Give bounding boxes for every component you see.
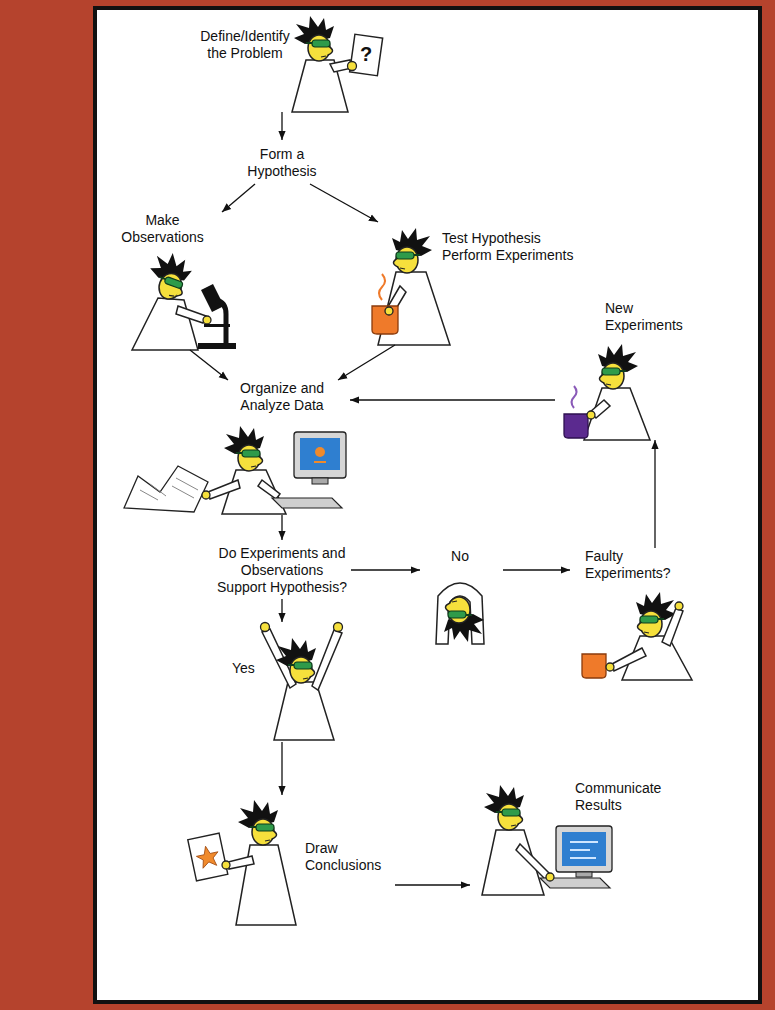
flow-arrow: [281, 515, 282, 540]
microscope: [198, 284, 236, 349]
step-node: New Experiments: [555, 300, 715, 440]
step-label: Communicate Results: [575, 780, 670, 814]
scientist-figure: [436, 583, 484, 644]
scientist-figure: [188, 800, 296, 925]
step-node: Define/Identify the Problem: [195, 22, 385, 112]
step-node: Yes: [232, 622, 342, 742]
step-node: Make Observations: [110, 212, 240, 350]
step-node: Organize and Analyze Data: [120, 380, 350, 515]
step-label: Faulty Experiments?: [585, 548, 680, 582]
flow-arrow: [190, 350, 228, 380]
flow-arrow: [222, 184, 255, 212]
step-label: Do Experiments and Observations Support …: [216, 545, 348, 596]
step-label: Organize and Analyze Data: [232, 380, 332, 414]
flow-arrow: [350, 399, 555, 400]
flow-arrow: [310, 184, 378, 222]
flow-arrow: [281, 742, 282, 795]
flow-arrow: [351, 569, 420, 570]
scientist-figure: [564, 344, 650, 440]
step-label: Yes: [232, 660, 262, 677]
step-label: Form a Hypothesis: [242, 146, 322, 180]
label-holder: ?: [356, 43, 376, 65]
flow-arrow: [654, 440, 655, 548]
flow-arrow: [281, 112, 282, 140]
step-label: New Experiments: [605, 300, 700, 334]
step-label: Make Observations: [115, 212, 210, 246]
panel-frame: [95, 8, 760, 1002]
step-label: Draw Conclusions: [305, 840, 390, 874]
scientist-figure: [132, 248, 236, 350]
scientist-figure: [124, 426, 346, 514]
step-node: Draw Conclusions: [185, 795, 395, 925]
scientist-figure: [372, 228, 450, 345]
step-node: Faulty Experiments?: [570, 548, 705, 680]
flow-arrow: [281, 599, 282, 622]
flow-arrow: [395, 884, 470, 885]
scientist-figure: [582, 592, 692, 680]
flow-arrow: [503, 569, 570, 570]
flow-arrow: [338, 345, 395, 380]
step-label: Define/Identify the Problem: [195, 28, 295, 62]
step-node: No: [420, 548, 503, 648]
scientist-figure: [261, 623, 343, 741]
step-node: Communicate Results: [470, 780, 690, 895]
step-node: Do Experiments and Observations Support …: [216, 540, 351, 599]
step-node: Test Hypothesis Perform Experiments: [360, 222, 600, 345]
step-label: No: [420, 548, 500, 565]
scientist-figure: [292, 16, 383, 112]
step-label: Test Hypothesis Perform Experiments: [442, 230, 587, 264]
step-node: Form a Hypothesis: [242, 140, 325, 184]
paper-mark: ?: [356, 43, 376, 65]
